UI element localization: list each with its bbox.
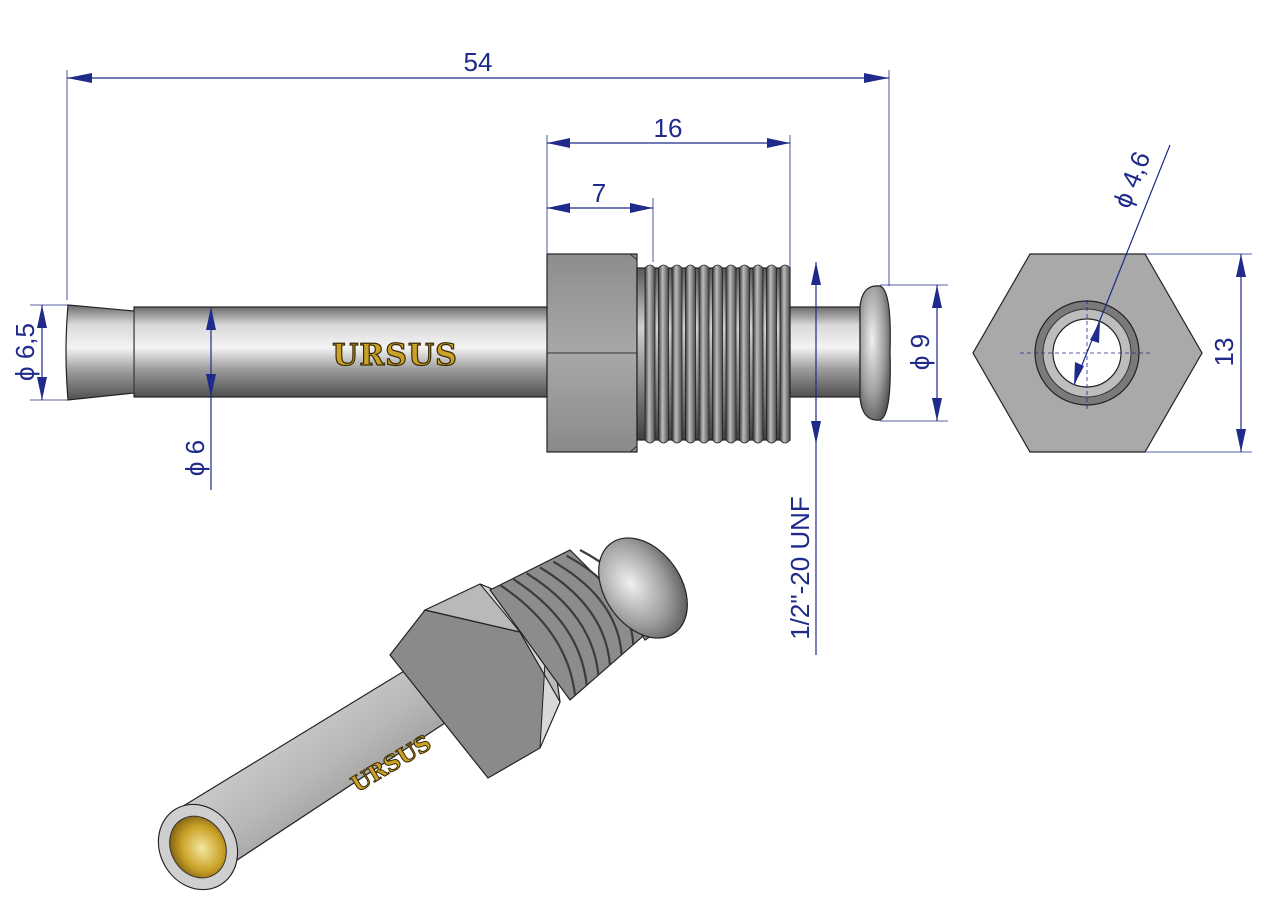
dim-hex-thread-length: 16 — [654, 113, 683, 143]
dim-flange-diameter: ϕ 9 — [905, 334, 935, 370]
dim-tube-end-diameter: ϕ 6,5 — [10, 323, 40, 381]
dim-bore-diameter: ϕ 4,6 — [1107, 147, 1157, 212]
thread-ridge — [698, 264, 710, 444]
thread-ridge — [739, 264, 750, 444]
iso-thread-ridge — [512, 578, 588, 686]
thread-ridge — [712, 264, 723, 444]
thread-ridge — [671, 264, 683, 444]
brand-side: URSUS — [332, 338, 458, 373]
thread-ridge — [725, 264, 737, 444]
tube-body — [133, 306, 549, 398]
tube-end — [65, 304, 135, 401]
iso-tube-brass — [169, 815, 227, 879]
iso-thread-ridge — [499, 584, 577, 696]
iso-thread-ridge — [526, 572, 600, 676]
dimensions: 54 16 7 ϕ 6,5 ϕ 6 1/2"-20 UNF — [10, 47, 1252, 655]
flange — [859, 285, 891, 421]
thread-ridge — [658, 264, 669, 444]
iso-thread-ridge — [539, 566, 612, 666]
dim-thread-spec: 1/2"-20 UNF — [785, 496, 815, 640]
thread-ridge — [779, 264, 791, 444]
dim-hex-across-flats: 13 — [1209, 338, 1239, 367]
thread-ridge — [644, 264, 656, 444]
thread-ridge — [685, 264, 696, 444]
iso-view: URSUS — [157, 537, 688, 891]
neck — [789, 306, 861, 398]
side-view: URSUS — [65, 253, 891, 453]
dim-tube-diameter: ϕ 6 — [180, 440, 210, 476]
thread-ridge — [766, 264, 777, 444]
iso-thread-ridge — [552, 560, 623, 656]
thread-ridges — [644, 264, 791, 444]
dim-overall-length: 54 — [464, 47, 493, 77]
thread-ridge — [752, 264, 764, 444]
iso-flange — [598, 537, 688, 639]
dim-hex-length: 7 — [592, 178, 606, 208]
end-view — [972, 253, 1203, 453]
